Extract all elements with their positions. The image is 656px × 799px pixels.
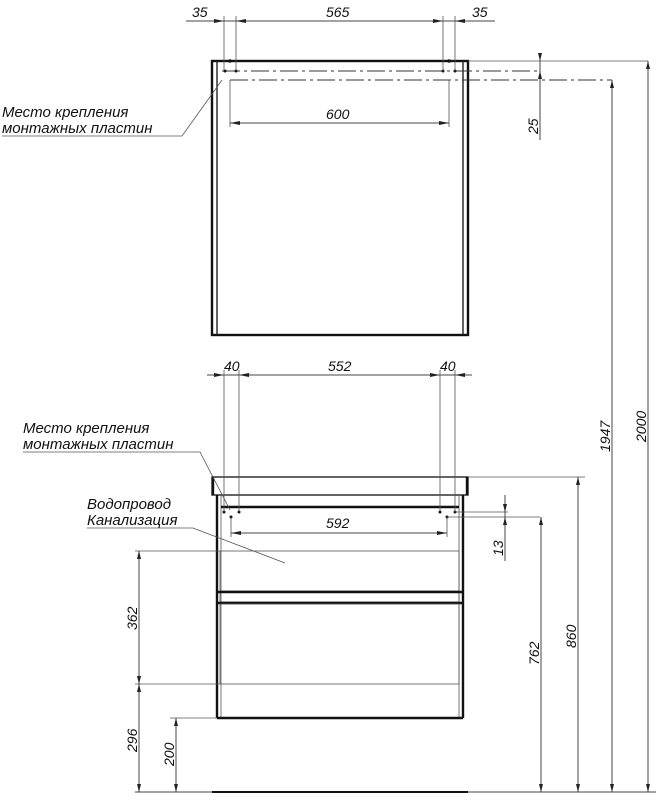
dim-mount-height: 762 [526,641,542,665]
dim-cabinet-right-offset: 40 [440,358,456,374]
cabinet-mount-callout-line2: монтажных пластин [23,436,173,453]
cabinet-mount-callout-leader [23,451,231,511]
dim-top-height: 860 [563,624,579,648]
dim-mirror-left-offset: 35 [192,4,208,20]
pipes-callout-leader [87,527,286,564]
dim-drawer-height: 362 [124,606,140,630]
dim-mirror-top-offset: 25 [525,118,541,135]
dim-pipe-height: 296 [124,728,140,753]
dim-mirror-mount-height: 1947 [597,420,613,452]
mirror-callout-line2: монтажных пластин [2,120,152,137]
mirror-callout-leader [2,79,223,137]
dim-cabinet-span: 552 [328,358,352,374]
dim-cabinet-left-offset: 40 [224,358,240,374]
dim-mirror-span: 565 [326,4,350,20]
mirror-callout-line1: Место крепления [2,104,128,121]
pipes-callout-line1: Водопровод [87,496,171,513]
overall-dims: 1947 2000 [135,61,656,793]
dim-mirror-right-offset: 35 [472,4,488,20]
mirror-frame [210,59,470,337]
cabinet-mount-callout-line1: Место крепления [23,420,149,437]
dim-cabinet-top-offset: 13 [490,540,506,556]
upper-drawer [219,550,460,592]
pipes-callout-line2: Канализация [87,512,178,529]
dim-cabinet-width: 592 [326,515,350,531]
dim-total-height: 2000 [633,411,649,443]
dim-mirror-width: 600 [326,106,350,122]
cabinet-view: 40 552 40 592 13 Место крепления монтажн… [23,358,585,792]
lower-drawer [219,603,460,685]
cabinet-countertop [211,476,469,496]
dim-floor-gap: 200 [161,742,177,767]
mirror-view: 35 565 35 600 25 Место крепления монтажн… [2,4,648,337]
